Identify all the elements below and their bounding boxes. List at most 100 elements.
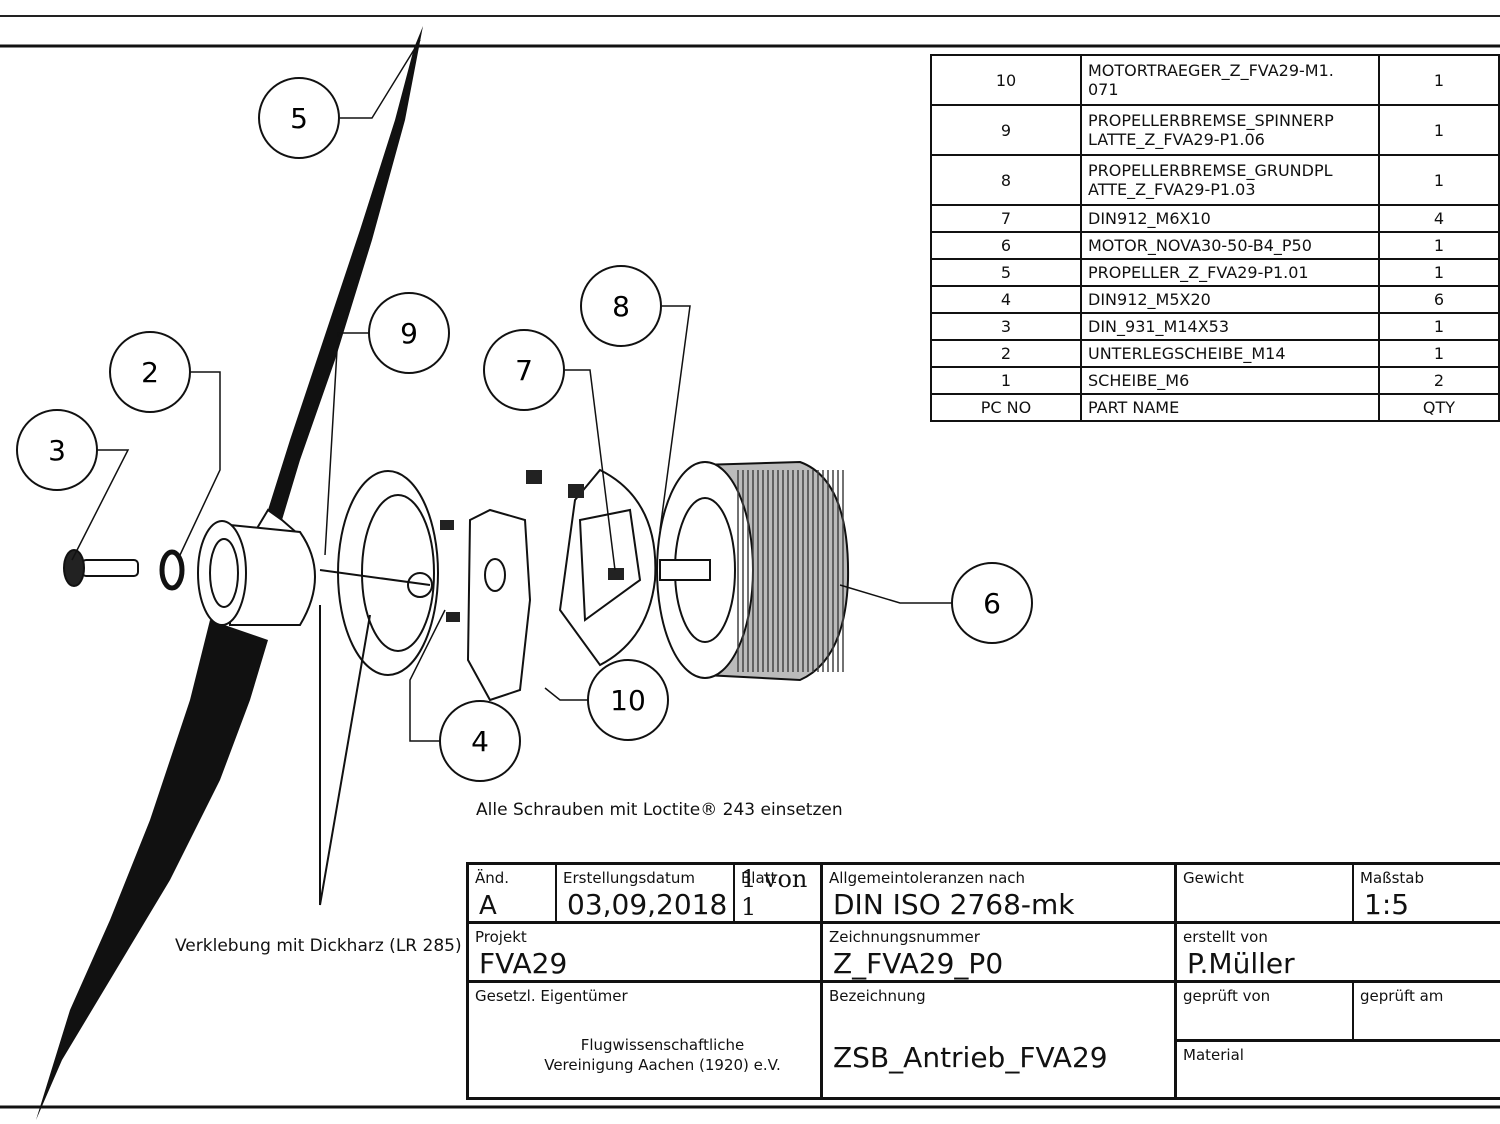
screws <box>440 470 624 622</box>
svg-text:2: 2 <box>141 356 159 389</box>
part-quantity: 1 <box>1378 154 1500 206</box>
part-name-line: DIN_931_M14X53 <box>1088 317 1230 336</box>
svg-text:6: 6 <box>983 587 1001 620</box>
part-quantity: 1 <box>1378 258 1500 287</box>
part-number: 8 <box>930 154 1082 206</box>
motor-mount <box>466 508 532 702</box>
parts-list-row: 1 SCHEIBE_M6 2 <box>930 366 1500 395</box>
parts-list-row: 6 MOTOR_NOVA30-50-B4_P50 1 <box>930 231 1500 260</box>
part-number: 9 <box>930 104 1082 156</box>
part-number: 6 <box>930 231 1082 260</box>
part-quantity: 6 <box>1378 285 1500 314</box>
brake-spinner-plate <box>319 470 439 676</box>
part-name: DIN912_M5X20 <box>1080 285 1380 314</box>
part-number: 5 <box>930 258 1082 287</box>
part-name-line: MOTOR_NOVA30-50-B4_P50 <box>1088 236 1312 255</box>
part-number: 10 <box>930 54 1082 106</box>
leader-lines <box>71 39 952 742</box>
note-glue: Verklebung mit Dickharz (LR 285) <box>175 936 462 956</box>
part-number: 4 <box>930 285 1082 314</box>
balloon-3: 3 <box>16 409 98 491</box>
balloon-8: 8 <box>580 265 662 347</box>
part-name-line: SCHEIBE_M6 <box>1088 371 1190 390</box>
part-number: 3 <box>930 312 1082 341</box>
part-name-line: PROPELLERBREMSE_SPINNERP <box>1088 111 1334 130</box>
part-number: 1 <box>930 366 1082 395</box>
part-name: MOTOR_NOVA30-50-B4_P50 <box>1080 231 1380 260</box>
balloon-2: 2 <box>109 331 191 413</box>
part-name-line: PROPELLERBREMSE_GRUNDPL <box>1088 161 1333 180</box>
part-quantity: 2 <box>1378 366 1500 395</box>
bolt-din931 <box>63 549 139 587</box>
washer-m14 <box>159 549 185 591</box>
part-number: 7 <box>930 204 1082 233</box>
part-name: MOTORTRAEGER_Z_FVA29-M1.071 <box>1080 54 1380 106</box>
svg-text:10: 10 <box>610 684 646 717</box>
part-name-line: DIN912_M5X20 <box>1088 290 1211 309</box>
svg-text:8: 8 <box>612 290 630 323</box>
part-name: UNTERLEGSCHEIBE_M14 <box>1080 339 1380 368</box>
svg-text:7: 7 <box>515 354 533 387</box>
motor-fins <box>737 470 844 672</box>
parts-list-row: 5 PROPELLER_Z_FVA29-P1.01 1 <box>930 258 1500 287</box>
balloon-7: 7 <box>483 329 565 411</box>
balloon-10: 10 <box>587 659 669 741</box>
parts-list-row: 3 DIN_931_M14X53 1 <box>930 312 1500 341</box>
svg-text:9: 9 <box>400 317 418 350</box>
part-name-line: 071 <box>1088 80 1119 99</box>
owner-name-line1: Flugwissenschaftliche <box>580 1036 745 1054</box>
owner-name-line2: Vereinigung Aachen (1920) e.V. <box>544 1056 781 1074</box>
weight-cell: Gewicht <box>1177 865 1354 924</box>
checked-date-cell: geprüft am <box>1354 983 1500 1042</box>
material-cell: Material <box>1183 1046 1244 1064</box>
balloon-9: 9 <box>368 292 450 374</box>
part-name: PROPELLER_Z_FVA29-P1.01 <box>1080 258 1380 287</box>
header-qty: QTY <box>1378 393 1500 422</box>
svg-text:5: 5 <box>290 102 308 135</box>
part-quantity: 1 <box>1378 312 1500 341</box>
checked-by-cell: geprüft von <box>1177 983 1354 1042</box>
part-quantity: 4 <box>1378 204 1500 233</box>
balloon-6: 6 <box>951 562 1033 644</box>
part-name-line: PROPELLER_Z_FVA29-P1.01 <box>1088 263 1309 282</box>
part-name: DIN912_M6X10 <box>1080 204 1380 233</box>
part-quantity: 1 <box>1378 231 1500 260</box>
owner-cell: Gesetzl. Eigentümer Flugwissenschaftlich… <box>469 983 823 1100</box>
balloon-5: 5 <box>258 77 340 159</box>
part-quantity: 1 <box>1378 54 1500 106</box>
part-name-line: LATTE_Z_FVA29-P1.06 <box>1088 130 1265 149</box>
part-name-line: MOTORTRAEGER_Z_FVA29-M1. <box>1088 61 1334 80</box>
svg-text:4: 4 <box>471 725 489 758</box>
header-no: PC NO <box>930 393 1082 422</box>
part-name: SCHEIBE_M6 <box>1080 366 1380 395</box>
balloon-4: 4 <box>439 700 521 782</box>
part-name: DIN_931_M14X53 <box>1080 312 1380 341</box>
revision-cell: Änd.A <box>469 865 557 924</box>
glue-leader <box>319 605 371 906</box>
svg-text:3: 3 <box>48 434 66 467</box>
spinner-hub <box>197 520 316 626</box>
header-name: PART NAME <box>1080 393 1380 422</box>
part-name-line: UNTERLEGSCHEIBE_M14 <box>1088 344 1286 363</box>
parts-list-row: 4 DIN912_M5X20 6 <box>930 285 1500 314</box>
motor-nova30 <box>656 460 850 682</box>
